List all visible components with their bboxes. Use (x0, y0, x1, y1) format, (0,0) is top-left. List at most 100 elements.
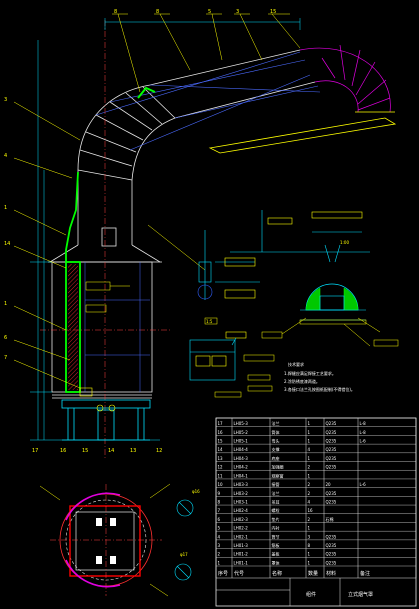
bom-cell: LH02-2 (234, 526, 249, 531)
bom-header-cell: 数量 (308, 570, 318, 577)
bom-cell: 8 (218, 499, 221, 504)
bom-cell: 13 (218, 456, 224, 461)
bom-cell: 16 (218, 430, 224, 435)
detail-labels-mid (204, 317, 275, 398)
callouts-bottom: 17 16 15 14 13 12 (32, 448, 162, 454)
bom-cell: 筒节 (272, 533, 280, 539)
bom-cell: 石棉 (326, 516, 334, 522)
bom-cell: LH01-1 (234, 560, 249, 565)
callout-bottom-1: 17 (32, 448, 38, 454)
callout-left-7: 7 (4, 355, 7, 361)
bom-cell: Q235 (326, 491, 337, 496)
centre-lines (40, 20, 170, 460)
bom-cell: 1 (308, 430, 311, 435)
bom-cell: 1 (218, 560, 221, 565)
bom-cell: 9 (218, 491, 221, 496)
plane-details (174, 499, 194, 581)
cylinder-annotations (85, 281, 130, 313)
bom-cell: Q235 (326, 534, 337, 539)
bom-cell: 4 (218, 534, 221, 539)
bom-cell: 筋板 (272, 542, 280, 548)
bom-cell: 7 (218, 508, 221, 513)
bom-cell: 垫片 (272, 516, 280, 522)
detail-section-view (299, 283, 367, 325)
bom-cell: 11 (218, 473, 224, 478)
bom-cell: Q235 (326, 552, 337, 557)
callout-bottom-2: 16 (60, 448, 66, 454)
bom-cell: LH03-1 (234, 499, 249, 504)
detail-bolt-box (189, 331, 247, 381)
callout-left-3: 1 (4, 205, 7, 211)
callouts-top: 8 8 5 3 15 (114, 9, 276, 15)
bom-cell: 4 (308, 447, 311, 452)
bom-cell: Q235 (326, 421, 337, 426)
bom-cell: 16 (308, 508, 314, 513)
elbow-hidden-lines (95, 51, 321, 151)
callout-top-3: 5 (208, 9, 211, 15)
bom-cell: 1 (308, 456, 311, 461)
bom-cell: 2 (308, 491, 311, 496)
callout-top-5: 15 (270, 9, 276, 15)
bom-cell: 17 (218, 421, 224, 426)
bom-header-cell: 备注 (360, 570, 370, 577)
elbow-outlet-flange (208, 111, 397, 154)
callouts-left: 3 4 1 14 1 6 7 (4, 97, 10, 361)
bom-cell: 筒体 (272, 429, 280, 435)
group-label: 组件 (306, 591, 316, 598)
detail-section-leaders (261, 317, 399, 347)
bom-cell: LH03-3 (234, 482, 249, 487)
bom-column-lines (215, 418, 417, 578)
bom-cell: LH01-2 (234, 552, 249, 557)
cylinder-hatch (68, 264, 78, 390)
bom-cell: 支撑 (272, 446, 280, 452)
notes-heading: 技术要求 (288, 361, 304, 367)
bom-cell: LH04-3 (234, 456, 249, 461)
bom-cell: 3 (218, 543, 221, 548)
bom-header-cell: 代号 (234, 570, 244, 577)
elbow-magenta-section (299, 44, 391, 113)
main-cylinder (51, 261, 153, 399)
notes-line-3: 3.各接口法兰孔按图纸配制(不得错位)。 (284, 386, 355, 392)
bom-cell: 15 (218, 439, 224, 444)
elbow-weld-seam (137, 86, 156, 99)
plane-dimension-top: φ16 (192, 489, 200, 494)
bom-cell: LH05-3 (234, 421, 249, 426)
bom-header-cell: 名称 (272, 570, 282, 577)
bom-cell: LH02-3 (234, 517, 249, 522)
callout-left-2: 4 (4, 153, 7, 159)
bom-cell: 10 (218, 482, 224, 487)
bom-cell: 8 (308, 543, 311, 548)
bom-cell: L-6 (360, 439, 367, 444)
bom-cell: 吊耳 (272, 499, 280, 504)
bom-cell: 5 (218, 526, 221, 531)
bom-cell: 1 (308, 439, 311, 444)
plan-view-leaders (39, 483, 171, 597)
bom-cell: 2 (218, 552, 221, 557)
drawing-title: 立式烟气罩 (348, 591, 373, 598)
notes-line-2: 2.涂防锈底漆两道。 (284, 378, 320, 384)
bom-cell: 弯头 (272, 438, 280, 444)
bom-cell: LH04-4 (234, 447, 249, 452)
bom-cell: 2 (308, 517, 311, 522)
callout-bottom-6: 12 (156, 448, 162, 454)
bom-cell: Q235 (326, 447, 337, 452)
bom-cell: LH02-1 (234, 534, 249, 539)
detail-flange-view (197, 230, 260, 300)
bom-cell: LH01-3 (234, 543, 249, 548)
bom-cell: 法兰 (272, 420, 280, 426)
bom-header-cell: 材料 (326, 570, 336, 577)
bom-cell: 14 (218, 447, 224, 452)
callout-left-1: 3 (4, 97, 7, 103)
bom-cell: 法兰 (272, 490, 280, 496)
bom-cell: 盖板 (272, 551, 280, 557)
detail-bracket-top (230, 210, 370, 263)
bom-cell: 4 (308, 499, 311, 504)
technical-notes: 技术要求 1.焊缝应满足焊接工艺要求。 2.涂防锈底漆两道。 3.各接口法兰孔按… (284, 361, 355, 392)
bom-cell: 20 (326, 482, 332, 487)
callout-bottom-3: 15 (82, 448, 88, 454)
plane-dimension-bottom: φ17 (180, 552, 188, 557)
bom-cell: 罩体 (272, 559, 280, 565)
bom-cell: 1 (308, 560, 311, 565)
